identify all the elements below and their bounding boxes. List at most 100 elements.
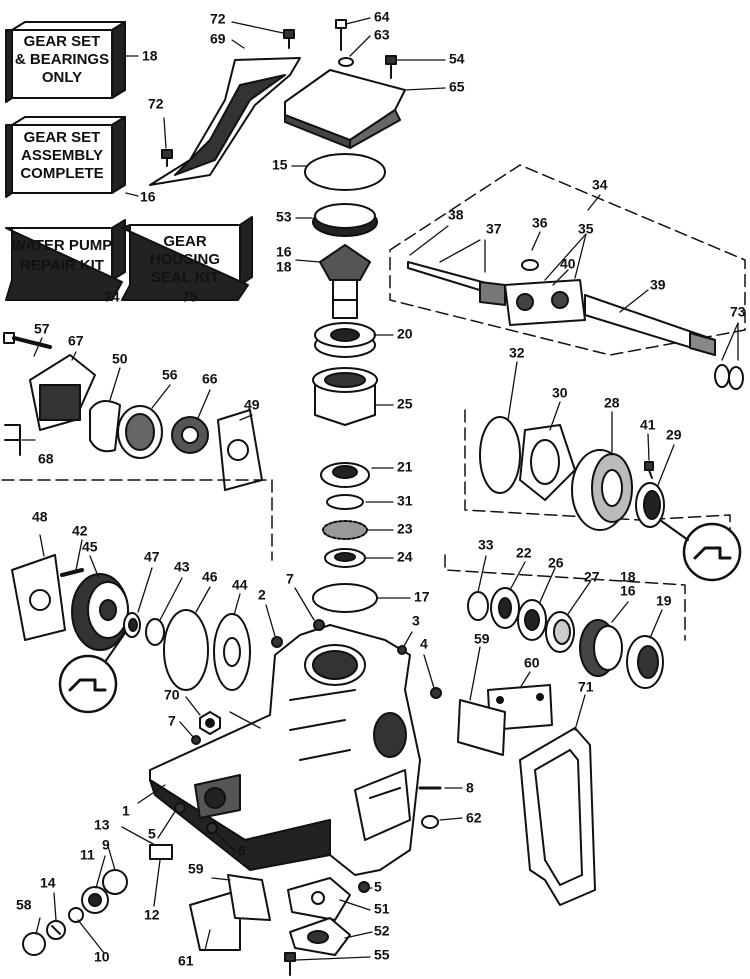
callout: 40	[560, 256, 576, 272]
gasket-30	[519, 424, 576, 501]
callout: 63	[374, 27, 390, 43]
callout: 72	[148, 96, 164, 112]
group-outline-right-lower	[444, 554, 686, 641]
svg-text:HOUSING: HOUSING	[150, 251, 220, 268]
callout: 18	[620, 569, 636, 585]
callout: 1	[122, 803, 130, 819]
callout: 23	[397, 521, 413, 537]
sealant-icon	[682, 522, 742, 582]
bearing-20	[314, 322, 376, 358]
pump-housing-67	[29, 354, 96, 431]
nut-70	[199, 711, 221, 735]
kit-box-gear-set-assembly	[5, 116, 126, 198]
callout: 37	[486, 221, 502, 237]
thrust-bearing-23	[322, 520, 368, 540]
plate-12	[149, 844, 173, 860]
seal-11	[81, 886, 109, 914]
callout: 66	[202, 371, 218, 387]
washer-9	[102, 869, 128, 895]
impeller-housing-56	[117, 405, 163, 459]
callout: 38	[448, 207, 464, 223]
o-ring-43	[145, 618, 165, 646]
gasket-48	[11, 554, 66, 641]
callout: 30	[552, 385, 568, 401]
plate-52	[289, 917, 351, 956]
callout: 2	[258, 587, 266, 603]
callout: 47	[144, 549, 160, 565]
screw-54	[385, 55, 397, 79]
callout: 58	[16, 897, 32, 913]
callout: 41	[640, 417, 656, 433]
screw-72-left	[161, 149, 173, 167]
callout: 33	[478, 537, 494, 553]
gasket-71	[519, 727, 596, 906]
seal-47	[123, 612, 141, 638]
callout: 17	[414, 589, 430, 605]
svg-text:GEAR SET: GEAR SET	[24, 33, 101, 50]
callout: 72	[210, 11, 226, 27]
seal-29	[635, 482, 665, 528]
kit-label-seal-kit: GEAR HOUSING SEAL KIT	[150, 233, 220, 286]
callout: 12	[144, 907, 160, 923]
callout: 53	[276, 209, 292, 225]
pump-base-45	[71, 573, 129, 651]
washer-31	[326, 494, 364, 510]
forward-gear-16	[579, 619, 623, 677]
callout: 11	[80, 847, 95, 863]
washer-62	[421, 815, 439, 829]
plate-61	[189, 889, 241, 951]
screw-6	[206, 822, 218, 834]
callout: 18	[276, 259, 292, 275]
ring-36	[521, 259, 539, 271]
callout: 43	[174, 559, 190, 575]
callout: 56	[162, 367, 178, 383]
key-68	[4, 424, 21, 456]
callout: 5	[374, 879, 382, 895]
callout: 15	[272, 157, 288, 173]
kit-number-18: 18	[142, 48, 158, 64]
callout: 52	[374, 923, 390, 939]
screw-64	[335, 19, 347, 51]
group-outline-pump	[1, 479, 273, 561]
washer-10	[68, 907, 84, 923]
callout: 49	[244, 397, 260, 413]
callout: 69	[210, 31, 226, 47]
callout: 48	[32, 509, 48, 525]
o-ring-73b	[728, 366, 744, 390]
seal-24	[324, 548, 366, 568]
callout: 36	[532, 215, 548, 231]
callout: 55	[374, 947, 390, 963]
screw-72-top	[283, 29, 295, 49]
callout: 70	[164, 687, 180, 703]
callout: 31	[397, 493, 413, 509]
svg-text:ONLY: ONLY	[42, 69, 82, 86]
callout: 39	[650, 277, 666, 293]
kit-number-75: 75	[182, 289, 198, 305]
kit-number-74: 74	[104, 289, 120, 305]
callout: 44	[232, 577, 248, 593]
kit-box-seal-kit	[121, 216, 253, 301]
callout: 71	[578, 679, 594, 695]
callout: 8	[466, 780, 474, 796]
svg-text:WATER PUMP: WATER PUMP	[12, 237, 113, 254]
callout: 14	[40, 875, 56, 891]
callout: 24	[397, 549, 413, 565]
callout: 54	[449, 51, 465, 67]
screw-5-left	[174, 802, 186, 814]
gasket-51	[287, 877, 351, 921]
kit-box-gear-set-bearings	[5, 21, 126, 103]
callout: 46	[202, 569, 218, 585]
bearing-19	[626, 635, 664, 689]
cup-27	[545, 611, 575, 653]
group-outline-34	[389, 164, 746, 356]
callout: 27	[584, 569, 600, 585]
bearing-21	[320, 462, 370, 488]
svg-text:GEAR SET: GEAR SET	[24, 129, 101, 146]
plug-7-top	[313, 619, 325, 631]
callout: 20	[397, 326, 413, 342]
screw-5-right	[358, 881, 370, 893]
svg-text:REPAIR KIT: REPAIR KIT	[20, 257, 104, 274]
sealant-icon	[58, 654, 118, 714]
gasket-59-right	[457, 699, 506, 756]
